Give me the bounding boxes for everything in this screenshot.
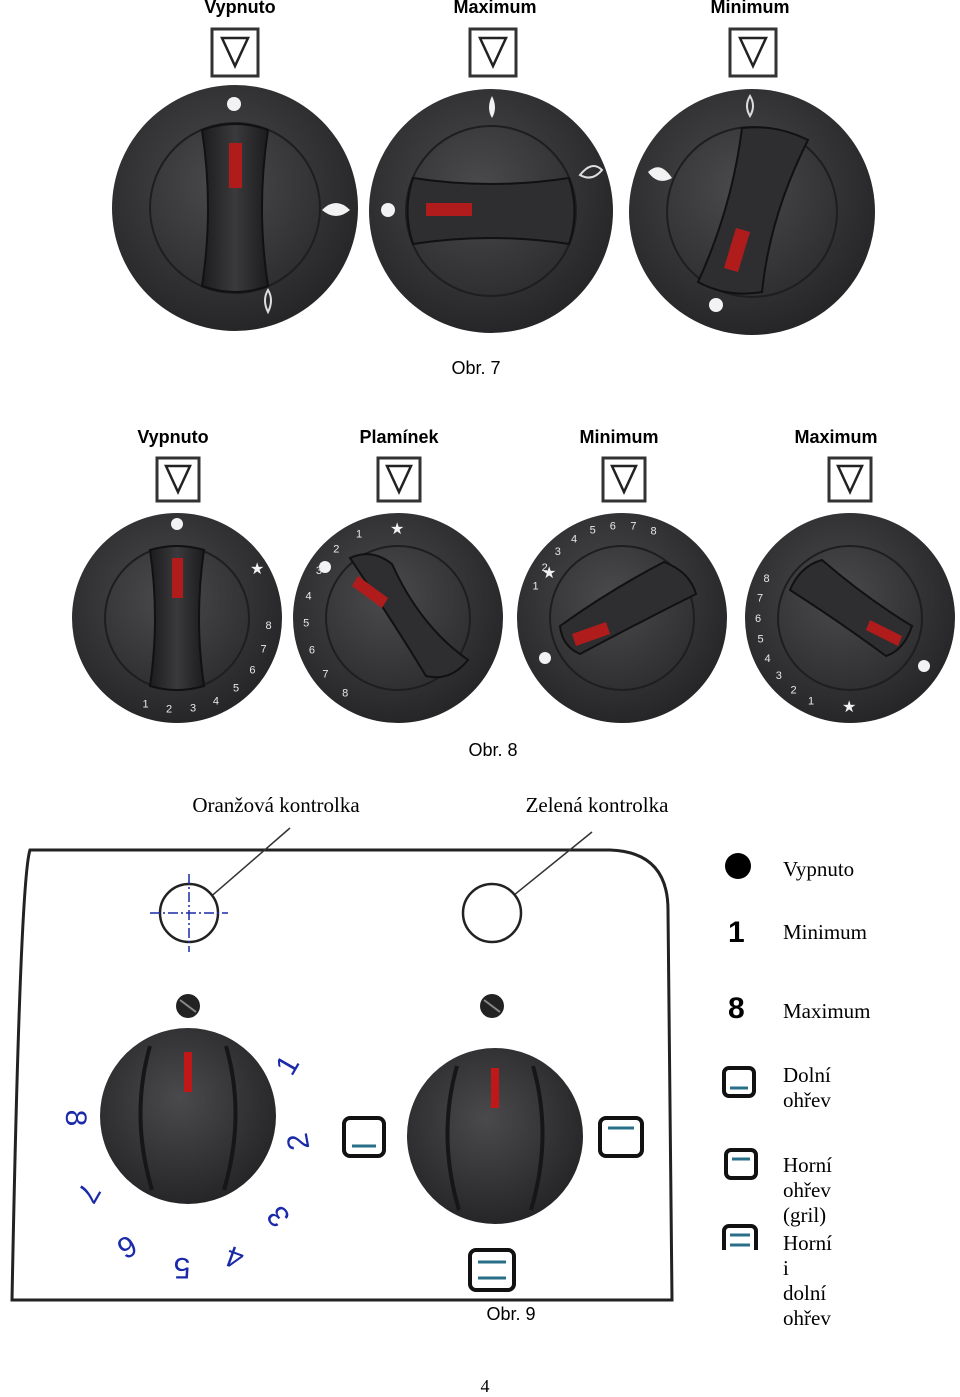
dial-number: 1 <box>356 529 362 541</box>
dial-number: 4 <box>213 695 219 707</box>
knob-off <box>112 85 358 331</box>
indicator-triangle-icon <box>601 456 647 503</box>
dial-number: 2 <box>333 544 339 556</box>
fig8-label-off: Vypnuto <box>137 427 209 447</box>
dial-number: 7 <box>630 521 636 533</box>
green-lamp <box>461 882 523 944</box>
small-flame-icon <box>746 94 754 118</box>
fig7-caption: Obr. 7 <box>451 358 501 378</box>
large-flame-icon <box>489 96 495 118</box>
indicator-triangle-icon <box>728 27 778 78</box>
dial-number: 8 <box>59 1110 92 1127</box>
page-number: 4 <box>480 1376 490 1396</box>
top-heat-grill-icon <box>724 1148 758 1180</box>
legend-label-max: Maximum <box>783 999 871 1023</box>
dial-number: 8 <box>342 687 348 699</box>
indicator-triangle-icon <box>155 456 201 503</box>
knob8-off: ★ <box>72 513 282 723</box>
dial-number: 1 <box>808 695 814 707</box>
legend-label-top-bottom-heat: Horní i dolní ohřev <box>783 1231 832 1330</box>
dial-number: 7 <box>757 593 763 605</box>
digit-eight-icon: 8 <box>728 992 745 1025</box>
dial-number: 6 <box>309 644 315 656</box>
dial-number: 7 <box>260 643 266 655</box>
small-flame-icon <box>264 288 272 315</box>
indicator-triangle-icon <box>827 456 873 503</box>
dial-number: 8 <box>764 573 770 585</box>
dial-number: 5 <box>590 525 596 537</box>
dial-number: 3 <box>776 670 782 682</box>
large-flame-icon <box>322 203 350 216</box>
screw-icon <box>176 994 200 1018</box>
orange-lamp <box>150 874 228 952</box>
dial-number: 5 <box>233 682 239 694</box>
small-flame-icon <box>578 165 604 179</box>
dial-number: 6 <box>755 613 761 625</box>
dial-number: 5 <box>303 618 309 630</box>
dial-number: 3 <box>555 546 561 558</box>
thermostat-knob <box>100 1028 276 1204</box>
bottom-heat-icon <box>722 1066 756 1098</box>
callout-orange-lamp: Oranžová kontrolka <box>192 793 360 817</box>
legend-label-min: Minimum <box>783 920 868 944</box>
star-pilot-icon: ★ <box>250 561 264 578</box>
knob-max <box>369 89 613 333</box>
fig7-knobs <box>112 27 875 335</box>
bottom-heat-icon <box>342 1116 386 1158</box>
fig7-label-max: Maximum <box>453 0 537 17</box>
star-pilot-icon: ★ <box>842 699 856 716</box>
legend-label-bottom-heat: Dolní ohřev <box>783 1063 831 1112</box>
star-pilot-icon: ★ <box>542 565 556 582</box>
dial-number: 5 <box>758 634 764 646</box>
callout-green-lamp: Zelená kontrolka <box>525 793 669 817</box>
dial-number: 8 <box>650 525 656 537</box>
dial-number: 2 <box>542 562 548 574</box>
top-bottom-heat-icon <box>468 1248 516 1292</box>
dial-number: 4 <box>306 590 312 602</box>
large-flame-icon <box>648 167 672 181</box>
fig7-label-off: Vypnuto <box>204 0 276 17</box>
function-knob <box>407 1048 583 1224</box>
indicator-triangle-icon <box>376 456 422 503</box>
fig7-label-min: Minimum <box>710 0 790 17</box>
indicator-triangle-icon <box>468 27 518 78</box>
dial-number: 6 <box>249 665 255 677</box>
knob8-max: ★ <box>745 513 955 723</box>
dial-number: 4 <box>765 653 771 665</box>
screw-icon <box>480 994 504 1018</box>
indicator-triangle-icon <box>210 27 260 78</box>
knob8-min: ★ <box>517 513 727 723</box>
dial-number: 8 <box>266 620 272 632</box>
dial-number: 1 <box>142 698 148 710</box>
knob-min <box>629 89 875 335</box>
dial-number: 1 <box>532 580 538 592</box>
dial-number: 4 <box>571 533 577 545</box>
dial-number: 2 <box>790 685 796 697</box>
dial-number: 3 <box>190 703 196 715</box>
knob8-pilot: ★ <box>293 513 503 723</box>
dial-number: 7 <box>322 668 328 680</box>
fig8-label-max: Maximum <box>794 427 878 447</box>
fig9-caption: Obr. 9 <box>486 1304 536 1324</box>
fig8-caption: Obr. 8 <box>468 740 518 760</box>
dial-number: 2 <box>166 704 172 716</box>
legend-label-off: Vypnuto <box>783 857 855 881</box>
top-heat-grill-icon <box>598 1116 644 1158</box>
dial-number: 2 <box>281 1131 316 1153</box>
dial-number: 3 <box>316 565 322 577</box>
filled-dot-icon <box>725 853 751 879</box>
legend-label-grill: Horní ohřev (gril) <box>783 1153 832 1227</box>
dial-number: 5 <box>174 1251 191 1284</box>
dial-number: 6 <box>610 520 616 532</box>
fig8-label-min: Minimum <box>579 427 659 447</box>
star-pilot-icon: ★ <box>390 521 404 538</box>
digit-one-icon: 1 <box>728 916 745 949</box>
fig8-label-pilot: Plamínek <box>359 427 439 447</box>
